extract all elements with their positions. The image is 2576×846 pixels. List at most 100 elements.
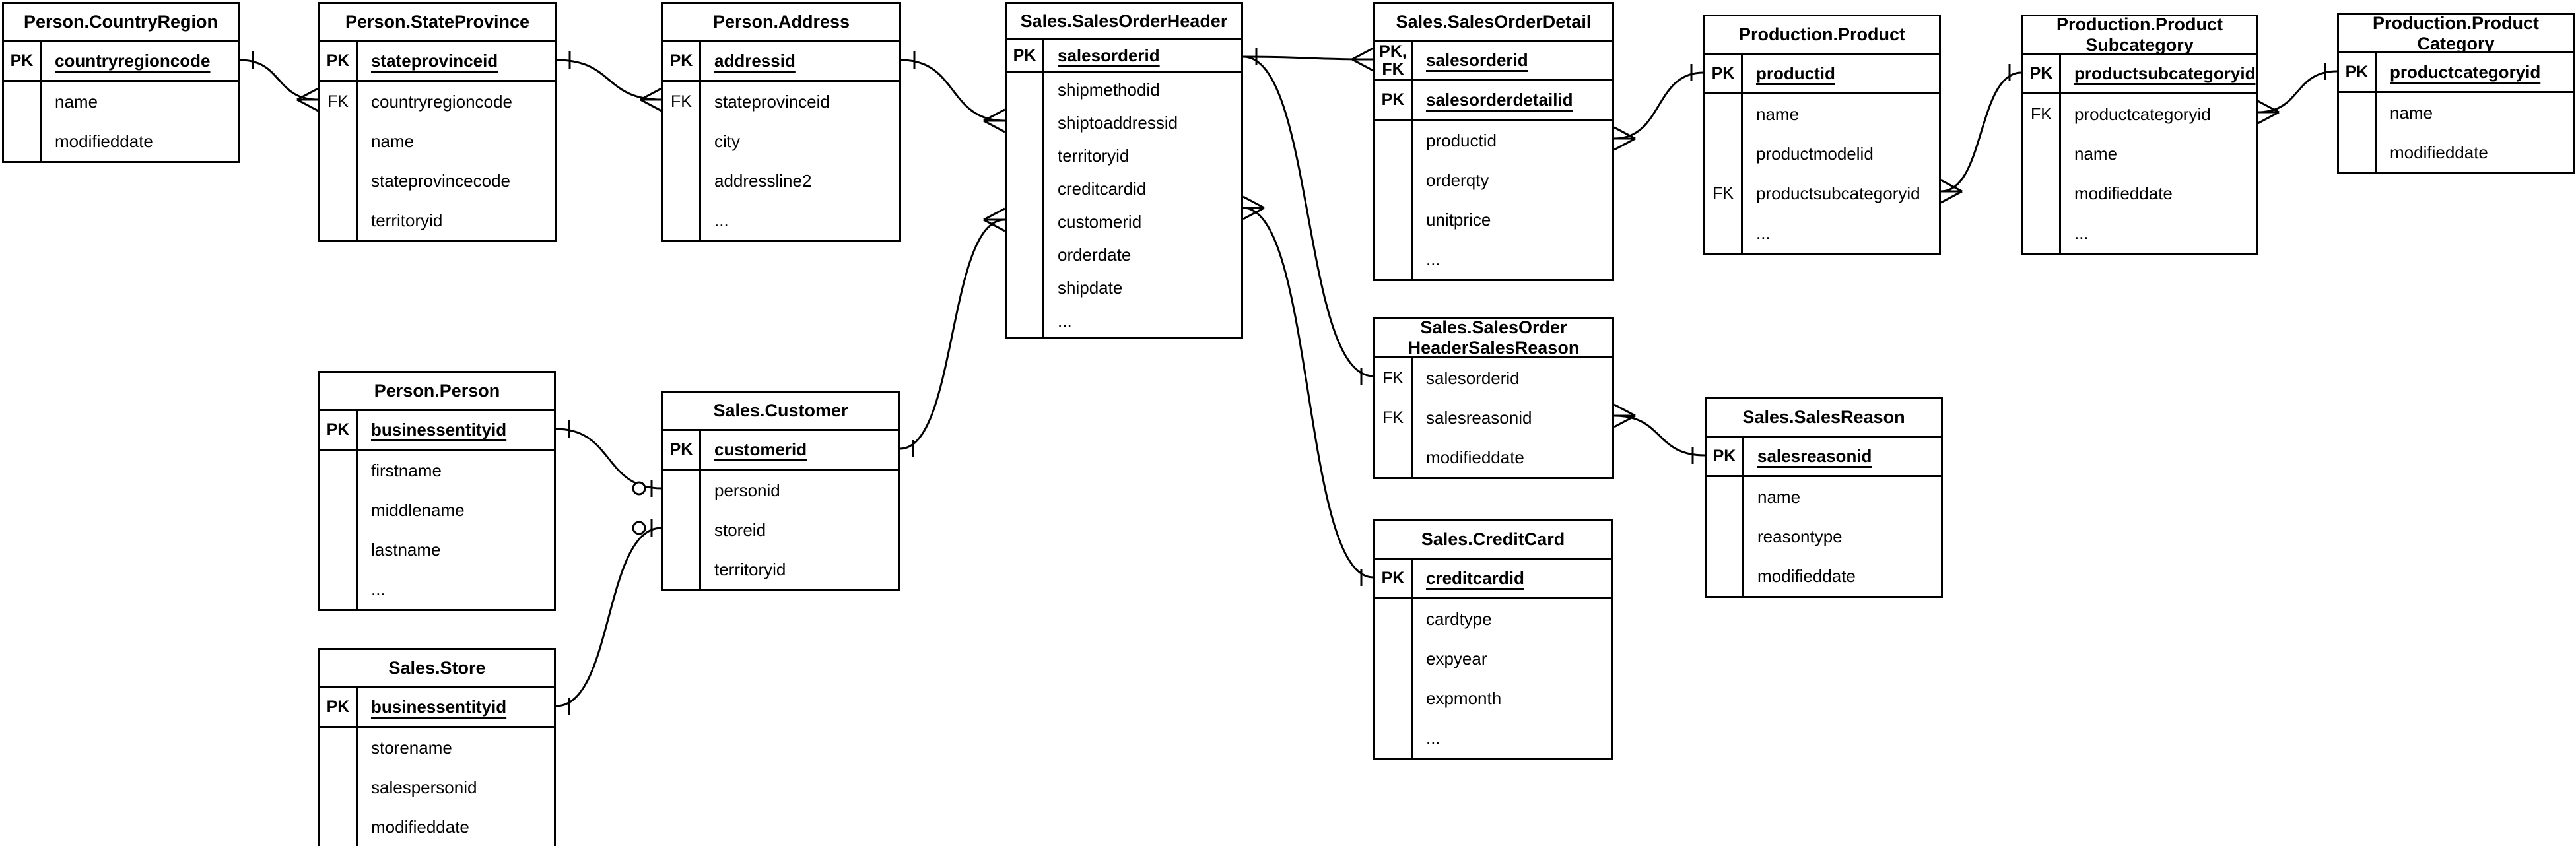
key-label: FK	[320, 82, 358, 121]
key-label	[320, 767, 358, 807]
key-label	[663, 161, 701, 201]
key-label	[1375, 240, 1413, 279]
relationship-line	[1613, 71, 1704, 140]
relationship-line	[899, 218, 1005, 450]
field-name: name	[2390, 102, 2433, 123]
entity-row: productmodelid	[1705, 134, 1939, 174]
relationship-customer-salesorderheader	[899, 207, 1005, 457]
field-name: lastname	[371, 539, 441, 560]
entity-row: storename	[320, 728, 554, 767]
entity-row: productid	[1375, 121, 1612, 160]
key-label	[2023, 134, 2061, 174]
field-name: salesreasonid	[1426, 407, 1532, 428]
key-label: FK	[1375, 358, 1413, 398]
field-name: territoryid	[1058, 145, 1130, 166]
field-name: businessentityid	[371, 420, 507, 439]
key-label	[1007, 238, 1044, 271]
relationship-line	[1242, 55, 1374, 377]
field-name: customerid	[1058, 211, 1142, 232]
relationship-line	[1940, 71, 2022, 193]
key-label	[1375, 599, 1413, 639]
entity-row: FK salesreasonid	[1375, 398, 1612, 438]
relationship-salesorderheader-creditcard	[1242, 195, 1374, 586]
field-name: stateprovinceid	[371, 51, 498, 71]
key-label: PK	[320, 688, 358, 726]
key-label	[1007, 304, 1044, 337]
relationship-line	[555, 527, 662, 707]
entity-title: Person.StateProvince	[320, 4, 555, 42]
key-label	[320, 161, 358, 201]
relationship-productsubcategory-productcategory	[2257, 63, 2338, 125]
key-label	[2339, 93, 2377, 133]
field-name: storeid	[714, 519, 766, 540]
field-name: stateprovinceid	[714, 91, 830, 112]
key-label	[320, 490, 358, 530]
cardinality-marker	[1613, 126, 1636, 151]
entity-row: personid	[663, 471, 898, 510]
relationship-salesorderheader-salesorderdetail	[1242, 47, 1374, 72]
key-label	[320, 451, 358, 490]
key-label	[1007, 106, 1044, 139]
cardinality-marker	[983, 108, 1005, 133]
entity-row: lastname	[320, 530, 554, 569]
relationship-line	[1242, 207, 1374, 579]
key-label: FK	[2023, 94, 2061, 134]
field-name: productid	[1426, 130, 1497, 150]
field-name: firstname	[371, 460, 442, 480]
entity-row: addressline2	[663, 161, 899, 201]
entity-row: ...	[1375, 718, 1611, 758]
entity-row: salespersonid	[320, 767, 554, 807]
field-name: territoryid	[371, 210, 443, 230]
entity-row: name	[1707, 477, 1941, 517]
relationship-line	[900, 59, 1005, 122]
key-label: PK	[320, 411, 358, 449]
entity-title: Sales.CreditCard	[1375, 521, 1611, 560]
field-name: unitprice	[1426, 209, 1491, 230]
entity-title: Sales.Customer	[663, 393, 898, 431]
field-name: salesorderid	[1058, 46, 1160, 65]
entity-row: stateprovincecode	[320, 161, 555, 201]
key-label	[1705, 213, 1743, 253]
relationship-line	[1242, 55, 1374, 61]
entity-row: ...	[1705, 213, 1939, 253]
field-name: ...	[1058, 310, 1072, 331]
entity-row: shiptoaddressid	[1007, 106, 1241, 139]
entity-row: territoryid	[320, 201, 555, 240]
entity-row: modifieddate	[2339, 133, 2573, 172]
entity-title: Production.Product Subcategory	[2023, 15, 2256, 55]
field-name: name	[371, 131, 415, 151]
field-name: territoryid	[714, 559, 786, 579]
field-name: modifieddate	[2390, 142, 2488, 162]
entity-title: Sales.Store	[320, 650, 554, 688]
entity-row: storeid	[663, 510, 898, 550]
key-label: PK	[663, 42, 701, 80]
relationship-address-salesorderheader	[900, 51, 1005, 133]
key-label	[1705, 94, 1743, 134]
key-label	[1007, 172, 1044, 205]
entity-row: cardtype	[1375, 599, 1611, 639]
entity-row: orderqty	[1375, 160, 1612, 200]
key-label: FK	[1375, 398, 1413, 438]
cardinality-marker	[1351, 47, 1374, 72]
key-label: PK	[2023, 55, 2061, 92]
entity-row: ...	[320, 569, 554, 609]
entity-row: orderdate	[1007, 238, 1241, 271]
key-label: FK	[1705, 174, 1743, 213]
